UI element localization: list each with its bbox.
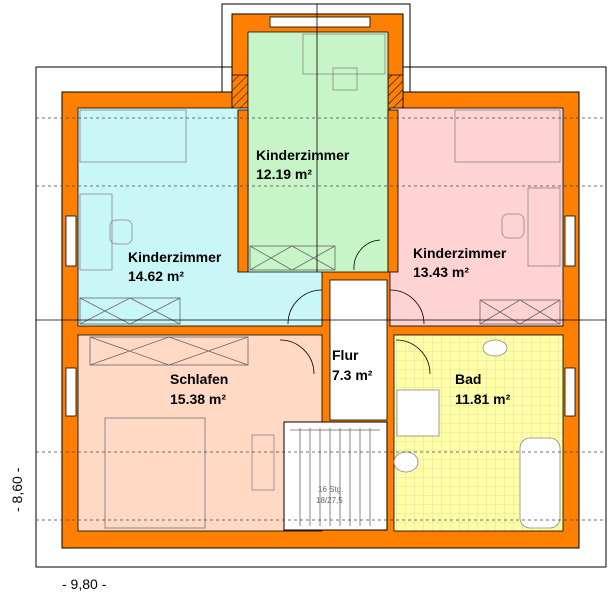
room-kinderzimmer-right	[389, 107, 564, 327]
shower	[396, 389, 440, 437]
area-schlafen: 15.38 m²	[170, 391, 226, 407]
toilet	[393, 451, 419, 473]
room-flur	[329, 279, 388, 421]
window-left-1	[65, 215, 77, 267]
room-schlafen	[77, 334, 323, 532]
label-schlafen: Schlafen	[170, 371, 228, 387]
staircase	[290, 428, 380, 526]
dimension-height: - 8,60 -	[9, 467, 25, 512]
label-kinderzimmer-right: Kinderzimmer	[413, 245, 507, 261]
desk-kinder-right	[527, 187, 561, 267]
label-bad: Bad	[455, 371, 481, 387]
washbasin	[482, 339, 508, 357]
wardrobe-schlafen	[89, 336, 249, 366]
area-kinderzimmer-right: 13.43 m²	[413, 264, 469, 280]
chair-kinder-right	[501, 213, 525, 239]
bed-kinder-right	[454, 109, 561, 163]
bed-kinder-left	[79, 109, 187, 163]
area-kinderzimmer-top: 12.19 m²	[256, 166, 312, 182]
stairs-label: 16 Stg.	[318, 485, 343, 494]
desk-kinder-top	[332, 67, 358, 91]
stair-area	[283, 421, 388, 531]
label-flur: Flur	[332, 347, 359, 363]
bathtub	[519, 437, 561, 529]
bed-kinder-top	[302, 33, 386, 75]
area-flur: 7.3 m²	[332, 367, 373, 383]
desk-kinder-left	[79, 193, 113, 271]
dimension-width: - 9,80 -	[62, 576, 107, 592]
window-left-2	[65, 367, 77, 417]
label-kinderzimmer-top: Kinderzimmer	[256, 147, 350, 163]
knee-wall-right	[387, 74, 404, 111]
bed-schlafen	[104, 417, 206, 529]
knee-wall-left	[231, 74, 249, 111]
area-bad: 11.81 m²	[455, 391, 511, 407]
area-kinderzimmer-left: 14.62 m²	[128, 268, 184, 284]
window-right-2	[564, 367, 576, 417]
window-right-1	[564, 215, 576, 267]
stairs-label-2: 18/27,5	[316, 496, 343, 505]
window-dormer	[269, 16, 371, 28]
label-kinderzimmer-left: Kinderzimmer	[128, 249, 222, 265]
chair-kinder-left	[109, 219, 133, 245]
wardrobe-kinder-top	[249, 245, 336, 271]
dresser-schlafen	[251, 434, 275, 491]
